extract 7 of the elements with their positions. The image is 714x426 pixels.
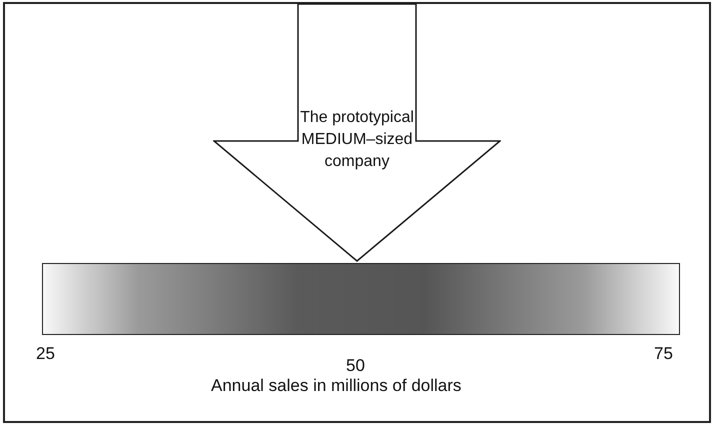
axis-title: Annual sales in millions of dollars [211,376,462,396]
down-arrow-shape [213,3,501,263]
tick-label: 75 [654,344,673,364]
gradient-bar [42,263,680,335]
tick-label: 50 [346,356,365,376]
tick-label: 25 [36,344,55,364]
arrow-text: The prototypical MEDIUM–sized company [299,108,415,172]
